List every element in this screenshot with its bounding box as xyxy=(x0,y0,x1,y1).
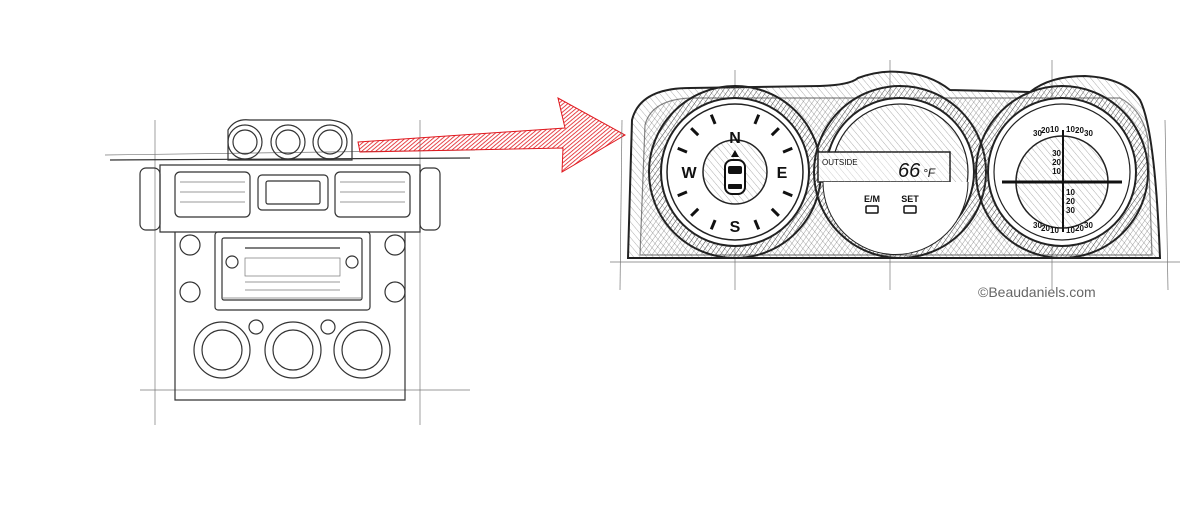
svg-text:20: 20 xyxy=(1066,197,1075,206)
compass-west: W xyxy=(681,165,697,182)
svg-text:20: 20 xyxy=(1041,224,1050,233)
compass-tick xyxy=(753,219,761,230)
display-label: OUTSIDE xyxy=(822,158,858,167)
compass-tick xyxy=(709,114,717,125)
svg-text:30: 30 xyxy=(1084,129,1093,138)
svg-text:30: 30 xyxy=(1033,129,1042,138)
compass-tick xyxy=(782,190,793,198)
car-top-view-icon xyxy=(724,159,746,195)
svg-text:20: 20 xyxy=(1052,158,1061,167)
center-display xyxy=(257,174,329,211)
compass-tick xyxy=(753,114,761,125)
svg-text:10: 10 xyxy=(1050,125,1059,134)
em-label: E/M xyxy=(864,194,880,204)
climate-knobs xyxy=(193,319,391,379)
compass-tick xyxy=(690,127,700,137)
compass-tick xyxy=(677,190,688,198)
svg-text:30: 30 xyxy=(1033,221,1042,230)
compass-east: E xyxy=(777,165,788,182)
compass-north: N xyxy=(729,130,741,147)
svg-text:10: 10 xyxy=(1066,188,1075,197)
temperature-value: 66 xyxy=(898,160,921,182)
compass-south: S xyxy=(730,219,741,236)
compass-tick xyxy=(770,127,780,137)
inclinometer-upper-scale: 30 20 10 xyxy=(1052,149,1061,176)
gauge-pod-small xyxy=(227,119,353,161)
temperature-unit: °F xyxy=(923,166,936,180)
compass-tick xyxy=(770,207,780,217)
compass-gauge: N E S W xyxy=(648,85,822,259)
temperature-gauge: OUTSIDE 66 °F E/M SET xyxy=(813,85,987,259)
compass-tick xyxy=(677,146,688,154)
svg-text:10: 10 xyxy=(1052,167,1061,176)
compass-tick xyxy=(709,219,717,230)
arrow-icon xyxy=(357,97,627,173)
svg-text:10: 10 xyxy=(1066,125,1075,134)
inclinometer-gauge: 30 20 10 10 20 30 30 20 10 10 20 30 30 2… xyxy=(975,85,1149,259)
copyright-credit: ©Beaudaniels.com xyxy=(978,284,1096,300)
inclinometer-top-scale: 30 20 10 10 20 30 xyxy=(1033,125,1093,138)
compass-tick xyxy=(690,207,700,217)
svg-text:20: 20 xyxy=(1075,224,1084,233)
em-button[interactable] xyxy=(865,205,879,214)
svg-text:10: 10 xyxy=(1050,226,1059,235)
center-console-sketch xyxy=(104,119,476,425)
compass-tick xyxy=(782,146,793,154)
svg-text:20: 20 xyxy=(1075,126,1084,135)
inclinometer-lower-scale: 10 20 30 xyxy=(1066,188,1075,215)
inclinometer-bottom-scale: 30 20 10 10 20 30 xyxy=(1033,221,1093,235)
svg-text:30: 30 xyxy=(1084,221,1093,230)
svg-text:30: 30 xyxy=(1066,206,1075,215)
svg-text:10: 10 xyxy=(1066,226,1075,235)
svg-text:30: 30 xyxy=(1052,149,1061,158)
air-vents xyxy=(174,171,411,218)
svg-text:20: 20 xyxy=(1041,126,1050,135)
set-label: SET xyxy=(901,194,919,204)
set-button[interactable] xyxy=(903,205,917,214)
heading-indicator-icon xyxy=(731,150,739,157)
radio-unit xyxy=(214,231,371,311)
